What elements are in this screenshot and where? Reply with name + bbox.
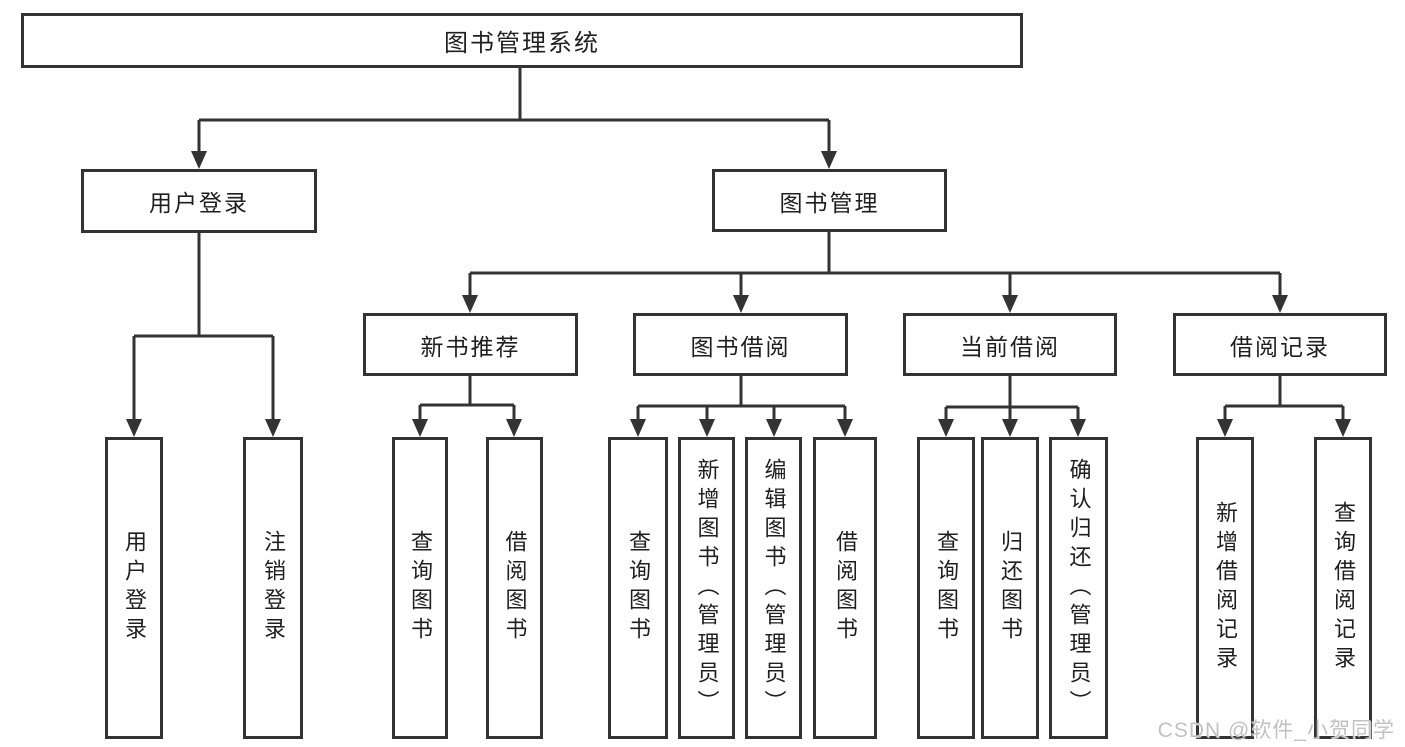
leaf-user-login: 用户登录 [105, 437, 163, 739]
node-user-login: 用户登录 [81, 169, 317, 233]
node-new-book-recommend: 新书推荐 [363, 313, 578, 376]
node-current-borrow: 当前借阅 [903, 313, 1117, 376]
arrowheads [126, 151, 1351, 437]
leaf-confirm-return-admin: 确认归还（管理员） [1049, 437, 1108, 739]
leaf-logout: 注销登录 [243, 437, 303, 739]
leaf-borrow-books: 借阅图书 [813, 437, 877, 739]
leaf-borrow-books-recommend: 借阅图书 [486, 437, 543, 739]
node-book-borrow: 图书借阅 [633, 313, 848, 376]
leaf-add-book-admin: 新增图书（管理员） [678, 437, 735, 739]
leaf-query-books-recommend: 查询图书 [392, 437, 448, 739]
leaf-query-books-borrow: 查询图书 [608, 437, 668, 739]
leaf-query-books-current: 查询图书 [917, 437, 975, 739]
leaf-return-book: 归还图书 [981, 437, 1039, 739]
leaf-query-borrow-record: 查询借阅记录 [1314, 437, 1372, 739]
node-borrow-records: 借阅记录 [1173, 313, 1387, 376]
node-library-management-system: 图书管理系统 [21, 13, 1023, 68]
node-book-management: 图书管理 [712, 169, 947, 232]
leaf-edit-book-admin: 编辑图书（管理员） [745, 437, 802, 739]
leaf-add-borrow-record: 新增借阅记录 [1196, 437, 1254, 739]
csdn-watermark: CSDN @软件_小贺同学 [1157, 719, 1395, 742]
